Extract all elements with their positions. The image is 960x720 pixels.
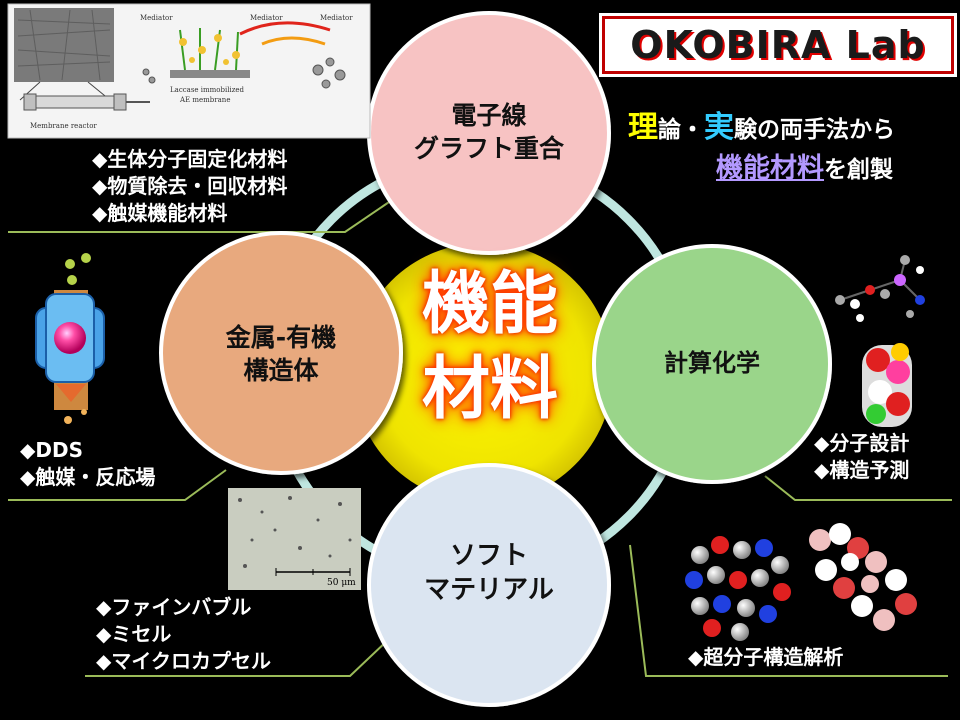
figure-label-mediator-2: Mediator <box>250 14 283 22</box>
membrane-reactor-figure: Mediator Mediator Mediator Laccase immob… <box>7 3 371 139</box>
tagline-text-1: 論・ <box>658 117 704 143</box>
bullet-item: ◆触媒・反応場 <box>20 465 156 489</box>
tagline-line-1: 理論・実験の両手法から <box>628 102 895 146</box>
figure-label-membrane-reactor: Membrane reactor <box>30 122 97 130</box>
leader-line-top <box>8 199 393 233</box>
lab-title-box: OKOBIRA Lab <box>602 16 954 74</box>
circle-bottom <box>367 463 611 707</box>
center-circle <box>353 243 613 503</box>
tagline-highlight-functional-materials: 機能材料 <box>716 153 824 184</box>
bullet-item: ◆物質除去・回収材料 <box>92 174 288 198</box>
circle-left-label: 金属-有機 構造体 <box>181 322 381 387</box>
circle-top-label-line-2: グラフト重合 <box>413 133 564 163</box>
circle-top-label-line-1: 電子線 <box>451 101 527 130</box>
reactor-tube <box>29 95 121 109</box>
molecule-structure-illustration <box>835 255 925 427</box>
lab-title: OKOBIRA Lab <box>630 23 926 67</box>
bullet-item: ◆触媒機能材料 <box>92 201 228 225</box>
bullet-item: ◆ミセル <box>96 622 172 646</box>
circle-left-label-line-1: 金属-有機 <box>225 323 337 352</box>
bullets-right: ◆分子設計 ◆構造予測 <box>814 430 909 484</box>
circle-right-label: 計算化学 <box>612 348 812 379</box>
ae-membrane-bar <box>170 70 250 78</box>
mof-guest-sphere <box>54 322 86 354</box>
bullet-item: ◆生体分子固定化材料 <box>92 147 288 171</box>
bullet-item: ◆DDS <box>20 438 83 462</box>
circle-right <box>592 244 832 484</box>
fine-bubble-micrograph: 50 μm <box>228 488 361 590</box>
circle-bottom-label-line-2: マテリアル <box>424 574 554 605</box>
circle-bottom-label-line-1: ソフト <box>449 541 528 571</box>
bullet-item: ◆分子設計 <box>814 431 910 455</box>
circle-left-label-line-2: 構造体 <box>243 355 319 385</box>
scale-bar-label: 50 μm <box>327 578 356 588</box>
figure-label-ae-membrane: AE membrane <box>179 96 230 104</box>
leader-line-left <box>8 469 227 501</box>
leader-line-right <box>764 475 952 501</box>
bullets-bottom-left: ◆ファインバブル ◆ミセル ◆マイクロカプセル <box>96 594 271 675</box>
leader-line-bottom-right <box>629 544 948 677</box>
bullet-item: ◆構造予測 <box>814 458 910 482</box>
mof-illustration <box>35 253 105 424</box>
leader-line-bottom-left <box>85 639 389 677</box>
figure-label-mediator-1: Mediator <box>140 14 173 22</box>
figure-label-laccase: Laccase immobilized <box>170 86 245 94</box>
bullet-item: ◆マイクロカプセル <box>96 649 271 673</box>
bullets-bottom-right: ◆超分子構造解析 <box>688 644 843 671</box>
circle-bottom-label: ソフト マテリアル <box>389 540 589 608</box>
supramolecule-illustration <box>685 523 917 641</box>
tagline-highlight-theory: 理 <box>628 110 658 145</box>
bullet-item: ◆ファインバブル <box>96 595 252 619</box>
figure-label-mediator-3: Mediator <box>320 14 353 22</box>
circle-top-label: 電子線 グラフト重合 <box>389 100 589 165</box>
center-label-line-1: 機能 <box>421 265 558 344</box>
leader-lines <box>8 199 952 677</box>
tagline-highlight-experiment: 実 <box>704 110 734 145</box>
bullet-item: ◆超分子構造解析 <box>688 645 844 669</box>
tagline-text-3: を創製 <box>824 157 893 183</box>
tagline-line-2: 機能材料を創製 <box>716 146 893 185</box>
center-label: 機能 材料 <box>380 262 600 432</box>
center-label-line-2: 材料 <box>421 350 558 429</box>
bullets-left: ◆DDS ◆触媒・反応場 <box>20 437 155 491</box>
tagline-text-2: 験の両手法から <box>734 117 895 143</box>
circle-right-label-line-1: 計算化学 <box>664 349 760 377</box>
circle-left <box>159 231 403 475</box>
bullets-top-left: ◆生体分子固定化材料 ◆物質除去・回収材料 ◆触媒機能材料 <box>92 146 287 227</box>
